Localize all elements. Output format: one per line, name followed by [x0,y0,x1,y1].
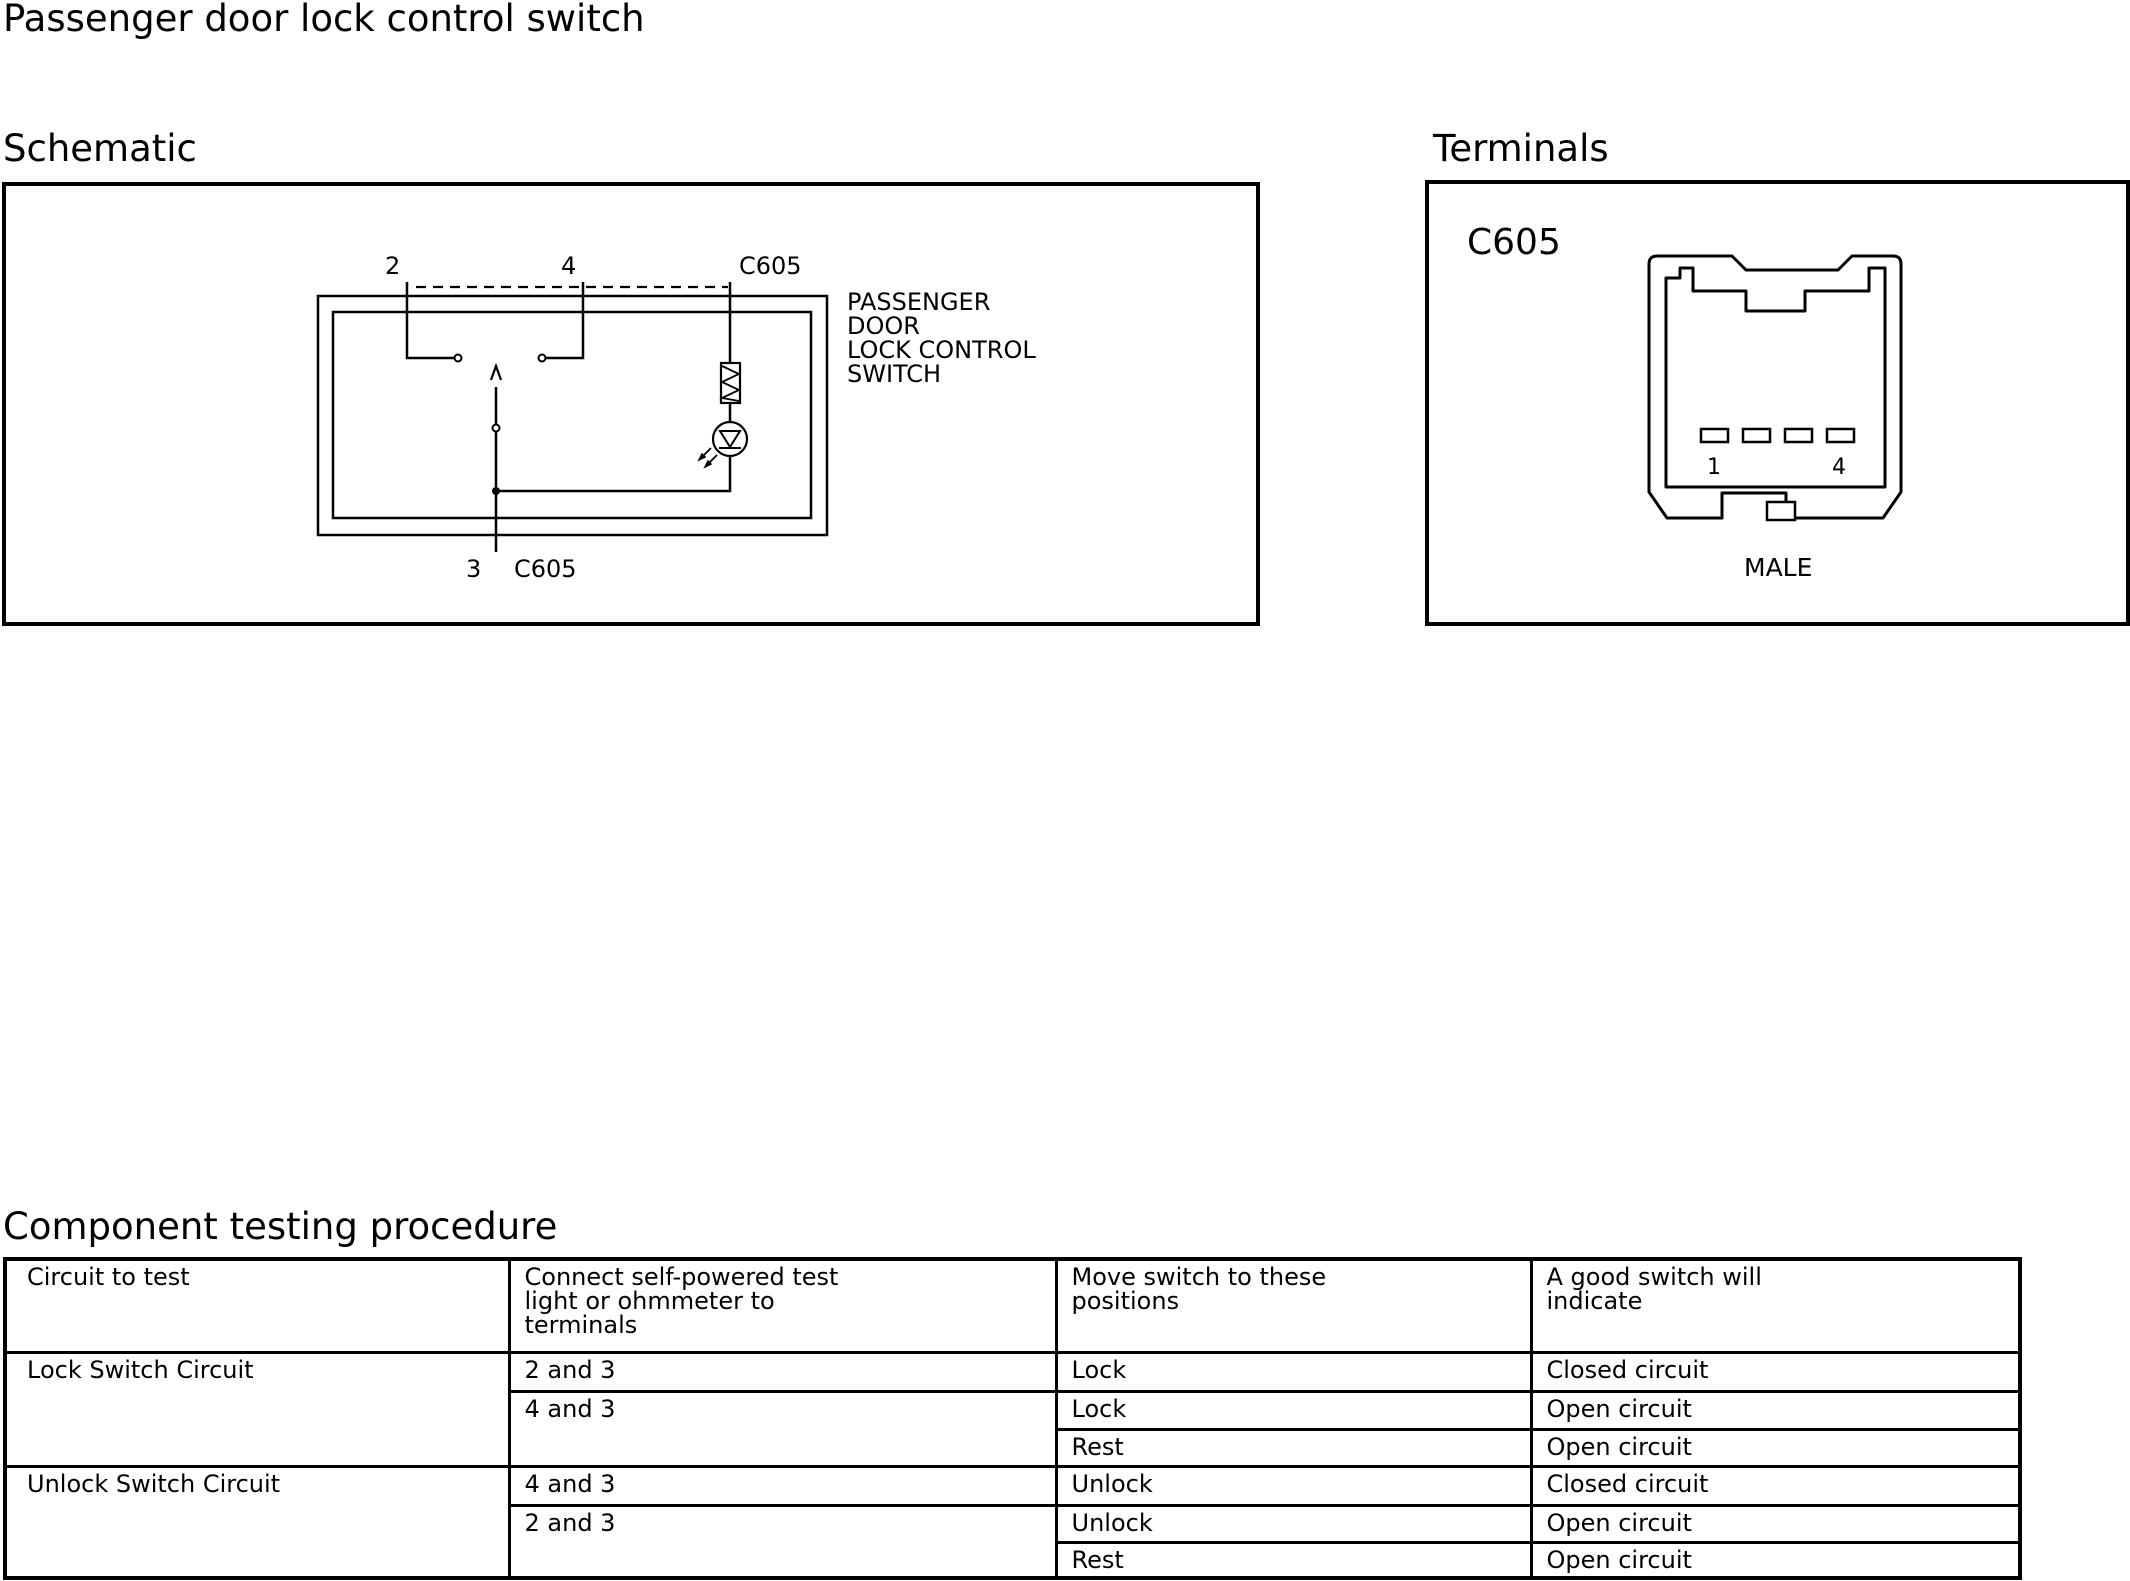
position-cell: Rest [1054,1541,1533,1580]
terminals-heading: Terminals [1433,127,1609,170]
pin-number-first: 1 [1707,455,1721,480]
column-header-position: Move switch to these positions [1054,1257,1533,1355]
connector-label-bottom: C605 [514,555,577,583]
terminals-cell: 2 and 3 [507,1503,1058,1580]
connector-label-top: C605 [739,252,802,280]
terminal-pin-2 [1741,427,1772,444]
result-cell: Open circuit [1529,1541,2022,1580]
terminals-panel: C605 1 4 MALE [1425,180,2130,626]
column-header-result: A good switch will indicate [1529,1257,2022,1355]
circuit-cell: Lock Switch Circuit [3,1351,511,1469]
circuit-cell: Unlock Switch Circuit [3,1465,511,1580]
position-cell: Rest [1054,1428,1533,1469]
schematic-heading: Schematic [3,127,197,170]
component-label-line-1: PASSENGER [847,288,990,316]
terminals-cell: 4 and 3 [507,1465,1058,1507]
table-row: Lock Switch Circuit 2 and 3 Lock Closed … [3,1351,2022,1469]
page-title: Passenger door lock control switch [3,0,645,40]
connector-inner [1664,266,1887,489]
position-cell: Lock [1054,1389,1533,1432]
rocker-pivot [491,423,501,433]
switch-housing-outer [316,294,829,537]
column-header-terminals: Connect self-powered test light or ohmme… [507,1257,1058,1355]
led-symbol [711,420,749,458]
pin-number-last: 4 [1832,455,1846,480]
pin-label-2: 2 [385,252,400,280]
contact-unlock [537,353,547,363]
procedure-table: Circuit to test Connect self-powered tes… [3,1257,2022,1580]
component-label-line-4: SWITCH [847,360,941,388]
table-header-row: Circuit to test Connect self-powered tes… [3,1257,2022,1355]
procedure-heading: Component testing procedure [3,1205,558,1248]
terminals-cell: 2 and 3 [507,1351,1058,1393]
result-cell: Open circuit [1529,1428,2022,1469]
result-cell: Closed circuit [1529,1465,2022,1507]
wire-terminal-2 [405,282,456,360]
component-label-line-3: LOCK CONTROL [847,336,1036,364]
table-row: 2 and 3 Unlock Open circuit [5,1503,2022,1580]
connector-id: C605 [1467,222,1561,263]
terminals-cell: 4 and 3 [507,1389,1058,1469]
pin-label-4: 4 [561,252,576,280]
schematic-panel: 2 4 C605 PASSENGER DOOR LOCK CONTROL SWI… [2,182,1260,626]
terminal-pin-4 [1825,427,1856,444]
table-row: Rest Open circuit [5,1541,2022,1580]
result-cell: Closed circuit [1529,1351,2022,1393]
terminal-pin-1 [1699,427,1730,444]
connector-gender: MALE [1744,553,1812,582]
position-cell: Lock [1054,1351,1533,1393]
rocker-arrow [489,362,503,381]
table-row: 4 and 3 Lock Open circuit [5,1389,2022,1469]
position-cell: Unlock [1054,1503,1533,1545]
schematic-diagram: 2 4 C605 PASSENGER DOOR LOCK CONTROL SWI… [316,252,1036,583]
component-label-line-2: DOOR [847,312,920,340]
result-cell: Open circuit [1529,1503,2022,1545]
connector-shell [1647,254,1903,520]
connector-key [1765,500,1797,522]
result-cell: Open circuit [1529,1389,2022,1432]
contact-lock [453,353,463,363]
terminal-pin-3 [1783,427,1814,444]
pin-label-3: 3 [466,555,481,583]
connector-face-diagram: C605 1 4 MALE [1467,222,1903,582]
switch-housing-inner [331,310,813,520]
wire-terminal-4 [544,282,585,360]
table-row: Unlock Switch Circuit 4 and 3 Unlock Clo… [3,1465,2022,1580]
position-cell: Unlock [1054,1465,1533,1507]
table-row: Rest Open circuit [5,1428,2022,1469]
column-header-circuit: Circuit to test [3,1257,511,1355]
